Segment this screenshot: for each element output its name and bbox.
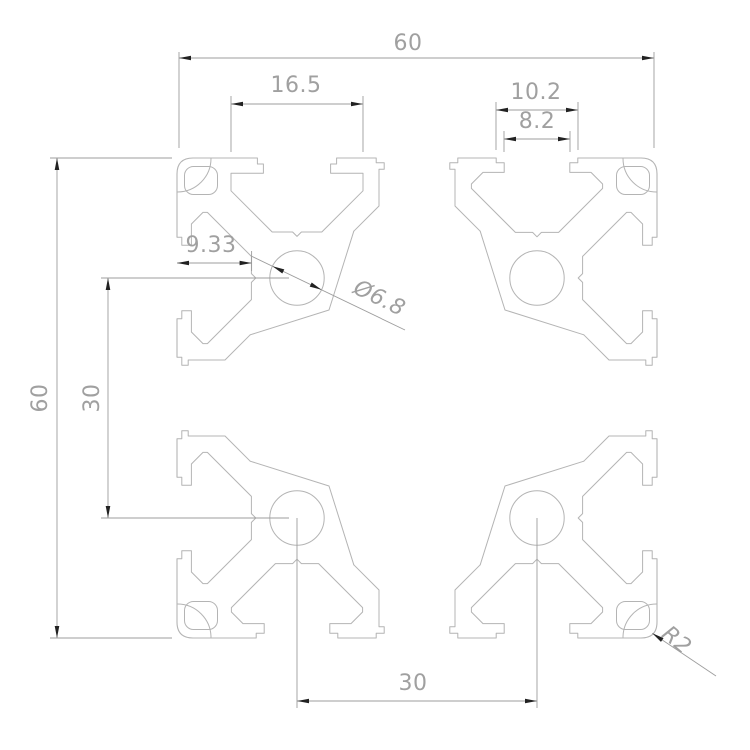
dim-slot-inner-width: 16.5: [270, 73, 322, 98]
dimension-arrow: [105, 506, 111, 518]
dimension-arrow: [54, 158, 60, 170]
dimension-arrow: [54, 626, 60, 638]
corner-hole: [184, 601, 218, 630]
dim-slot-depth: 9.33: [185, 233, 237, 258]
center-slot-cavity: [449, 564, 481, 639]
center-slot-cavity: [583, 430, 658, 462]
center-cavity-wall: [249, 460, 355, 566]
center-slot-cavity: [353, 564, 385, 639]
center-cavity-wall: [249, 230, 355, 336]
dimension-arrow: [309, 282, 322, 290]
t-slot-cavity: [470, 157, 604, 238]
corner-web-arc: [177, 603, 212, 638]
corner-web-arc: [177, 158, 212, 193]
dimension-arrow: [272, 266, 285, 274]
center-cavity-wall: [479, 230, 585, 336]
dimension-arrow: [297, 698, 309, 704]
corner-web-arc: [622, 603, 657, 638]
center-slot-cavity: [583, 334, 658, 366]
dimension-arrow: [642, 55, 654, 61]
screw-hole: [509, 250, 565, 306]
dim-tslot-top-width: 10.2: [510, 80, 562, 105]
dimension-arrow: [525, 698, 537, 704]
center-slot-cavity: [353, 157, 385, 232]
t-slot-cavity: [577, 211, 658, 345]
center-slot-cavity: [449, 157, 481, 232]
outer-contour: [176, 157, 258, 238]
center-slot-cavity: [176, 334, 251, 366]
outer-contour: [176, 558, 257, 639]
dimension-arrow: [177, 260, 189, 266]
dimension-arrow: [239, 260, 252, 266]
outer-contour: [577, 157, 658, 238]
corner-hole: [184, 166, 218, 195]
corner-hole: [616, 166, 650, 195]
dimension-arrow: [496, 107, 508, 113]
leader-line-r2: [652, 632, 717, 677]
dimension-arrow: [652, 633, 664, 642]
dimension-arrow: [231, 101, 243, 107]
dim-hole-spacing-vertical: 30: [80, 383, 105, 413]
dim-overall-width: 60: [393, 31, 423, 56]
outer-contour: [577, 558, 658, 639]
dim-tslot-opening: 8.2: [518, 109, 556, 134]
dim-overall-height: 60: [28, 383, 53, 413]
corner-hole: [616, 601, 650, 630]
dimension-arrow: [566, 107, 578, 113]
dimension-arrow: [105, 278, 111, 290]
dimension-arrow: [351, 101, 363, 107]
dim-hole-spacing-horizontal: 30: [398, 671, 428, 696]
center-slot-cavity: [176, 430, 251, 462]
dimension-arrow: [179, 55, 191, 61]
dimension-arrow: [558, 136, 570, 142]
dimension-arrow: [504, 136, 516, 142]
corner-web-arc: [622, 158, 657, 193]
t-slot-cavity: [577, 451, 658, 585]
wide-slot-cavity: [230, 157, 364, 237]
center-cavity-wall: [479, 460, 585, 566]
